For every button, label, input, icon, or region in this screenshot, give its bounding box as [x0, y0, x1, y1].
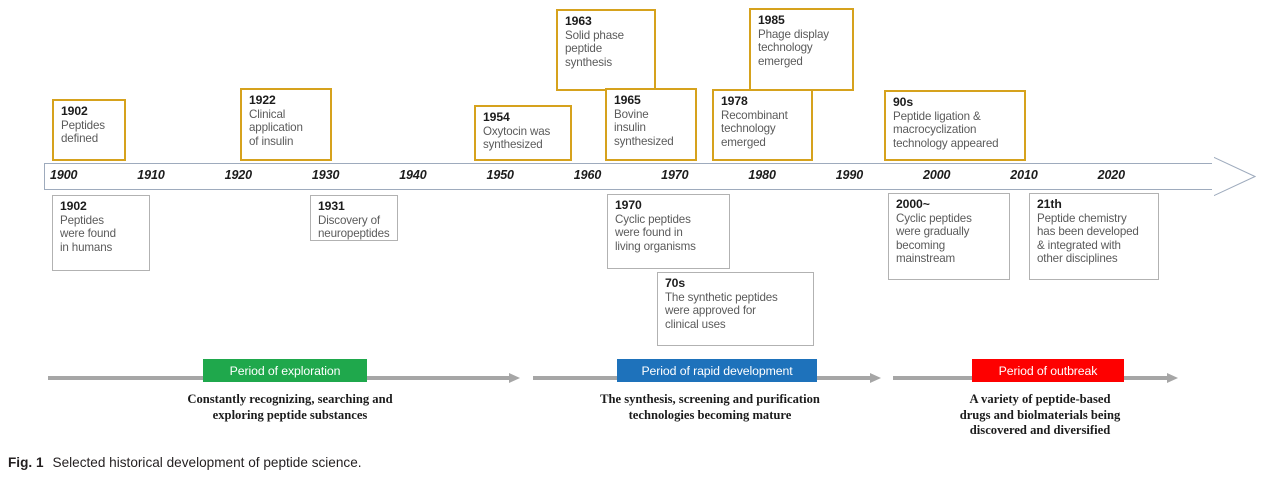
timeline-axis: 1900 1910 1920 1930 1940 1950 1960 1970 1980 1990…: [44, 156, 1260, 197]
event-description: Bovine insulin synthesized: [614, 107, 674, 148]
period-caption-period-of-exploration: Constantly recognizing, searching and ex…: [187, 392, 393, 422]
axis-tick-2010: 2010: [1010, 168, 1038, 182]
arrow-head-icon: [509, 373, 520, 383]
period-label: Period of exploration: [229, 363, 341, 378]
period-bar-period-of-exploration: Period of exploration: [203, 359, 367, 382]
event-year: 70s: [665, 276, 686, 290]
event-description: Peptides defined: [61, 118, 105, 146]
axis-tick-1940: 1940: [399, 168, 427, 182]
axis-tick-1970: 1970: [661, 168, 689, 182]
event-description: Recombinant technology emerged: [721, 108, 788, 149]
event-year: 1985: [758, 13, 785, 27]
event-description: Peptides were found in humans: [60, 213, 116, 254]
event-description: Clinical application of insulin: [249, 107, 303, 148]
period-caption-period-of-rapid-development: The synthesis, screening and purificatio…: [600, 392, 820, 422]
event-description: Phage display technology emerged: [758, 27, 829, 68]
axis-tick-1980: 1980: [748, 168, 776, 182]
period-label: Period of outbreak: [998, 363, 1098, 378]
period-label: Period of rapid development: [641, 363, 793, 378]
figure-caption-text: Selected historical development of pepti…: [52, 455, 362, 470]
event-year: 90s: [893, 95, 914, 109]
event-description: Peptide chemistry has been developed & i…: [1037, 211, 1139, 266]
event-description: Peptide ligation & macrocyclization tech…: [893, 109, 999, 150]
period-bar-period-of-rapid-development: Period of rapid development: [617, 359, 817, 382]
event-year: 1970: [615, 198, 642, 212]
event-year: 1978: [721, 94, 748, 108]
event-description: Cyclic peptides were gradually becoming …: [896, 211, 972, 266]
event-year: 1902: [61, 104, 88, 118]
axis-tick-1960: 1960: [573, 168, 602, 182]
event-year: 1965: [614, 93, 641, 107]
event-description: Oxytocin was synthesized: [483, 124, 551, 152]
event-year: 1922: [249, 93, 276, 107]
event-year: 2000~: [896, 197, 930, 211]
event-description: Solid phase peptide synthesis: [565, 28, 624, 69]
axis-tick-1930: 1930: [311, 168, 340, 182]
event-description: Cyclic peptides were found in living org…: [615, 212, 696, 253]
axis-tick-1950: 1950: [486, 168, 515, 182]
axis-tick-1900: 1900: [50, 168, 78, 182]
arrow-head-icon: [870, 373, 881, 383]
event-box-below-2000: 2000~Cyclic peptides were gradually beco…: [888, 193, 1010, 280]
event-year: 1954: [483, 110, 510, 124]
axis-tick-2020: 2020: [1097, 168, 1126, 182]
event-year: 1902: [60, 199, 87, 213]
event-description: The synthetic peptides were approved for…: [665, 290, 778, 331]
axis-tick-1920: 1920: [224, 168, 253, 182]
arrow-head-icon: [1167, 373, 1178, 383]
event-description: Discovery of neuropeptides: [318, 213, 390, 241]
event-year: 1931: [318, 199, 345, 213]
event-year: 21th: [1037, 197, 1062, 211]
axis-tick-1910: 1910: [137, 168, 165, 182]
axis-arrowhead-icon: [1212, 156, 1256, 197]
axis-tick-1990: 1990: [835, 168, 864, 182]
axis-tick-2000: 2000: [923, 168, 951, 182]
figure-number: Fig. 1: [8, 455, 44, 470]
period-bar-period-of-outbreak: Period of outbreak: [972, 359, 1124, 382]
figure-caption: Fig. 1 Selected historical development of…: [8, 455, 362, 470]
event-year: 1963: [565, 14, 592, 28]
period-caption-period-of-outbreak: A variety of peptide-based drugs and bio…: [959, 392, 1121, 437]
axis-bar: [44, 163, 1219, 190]
